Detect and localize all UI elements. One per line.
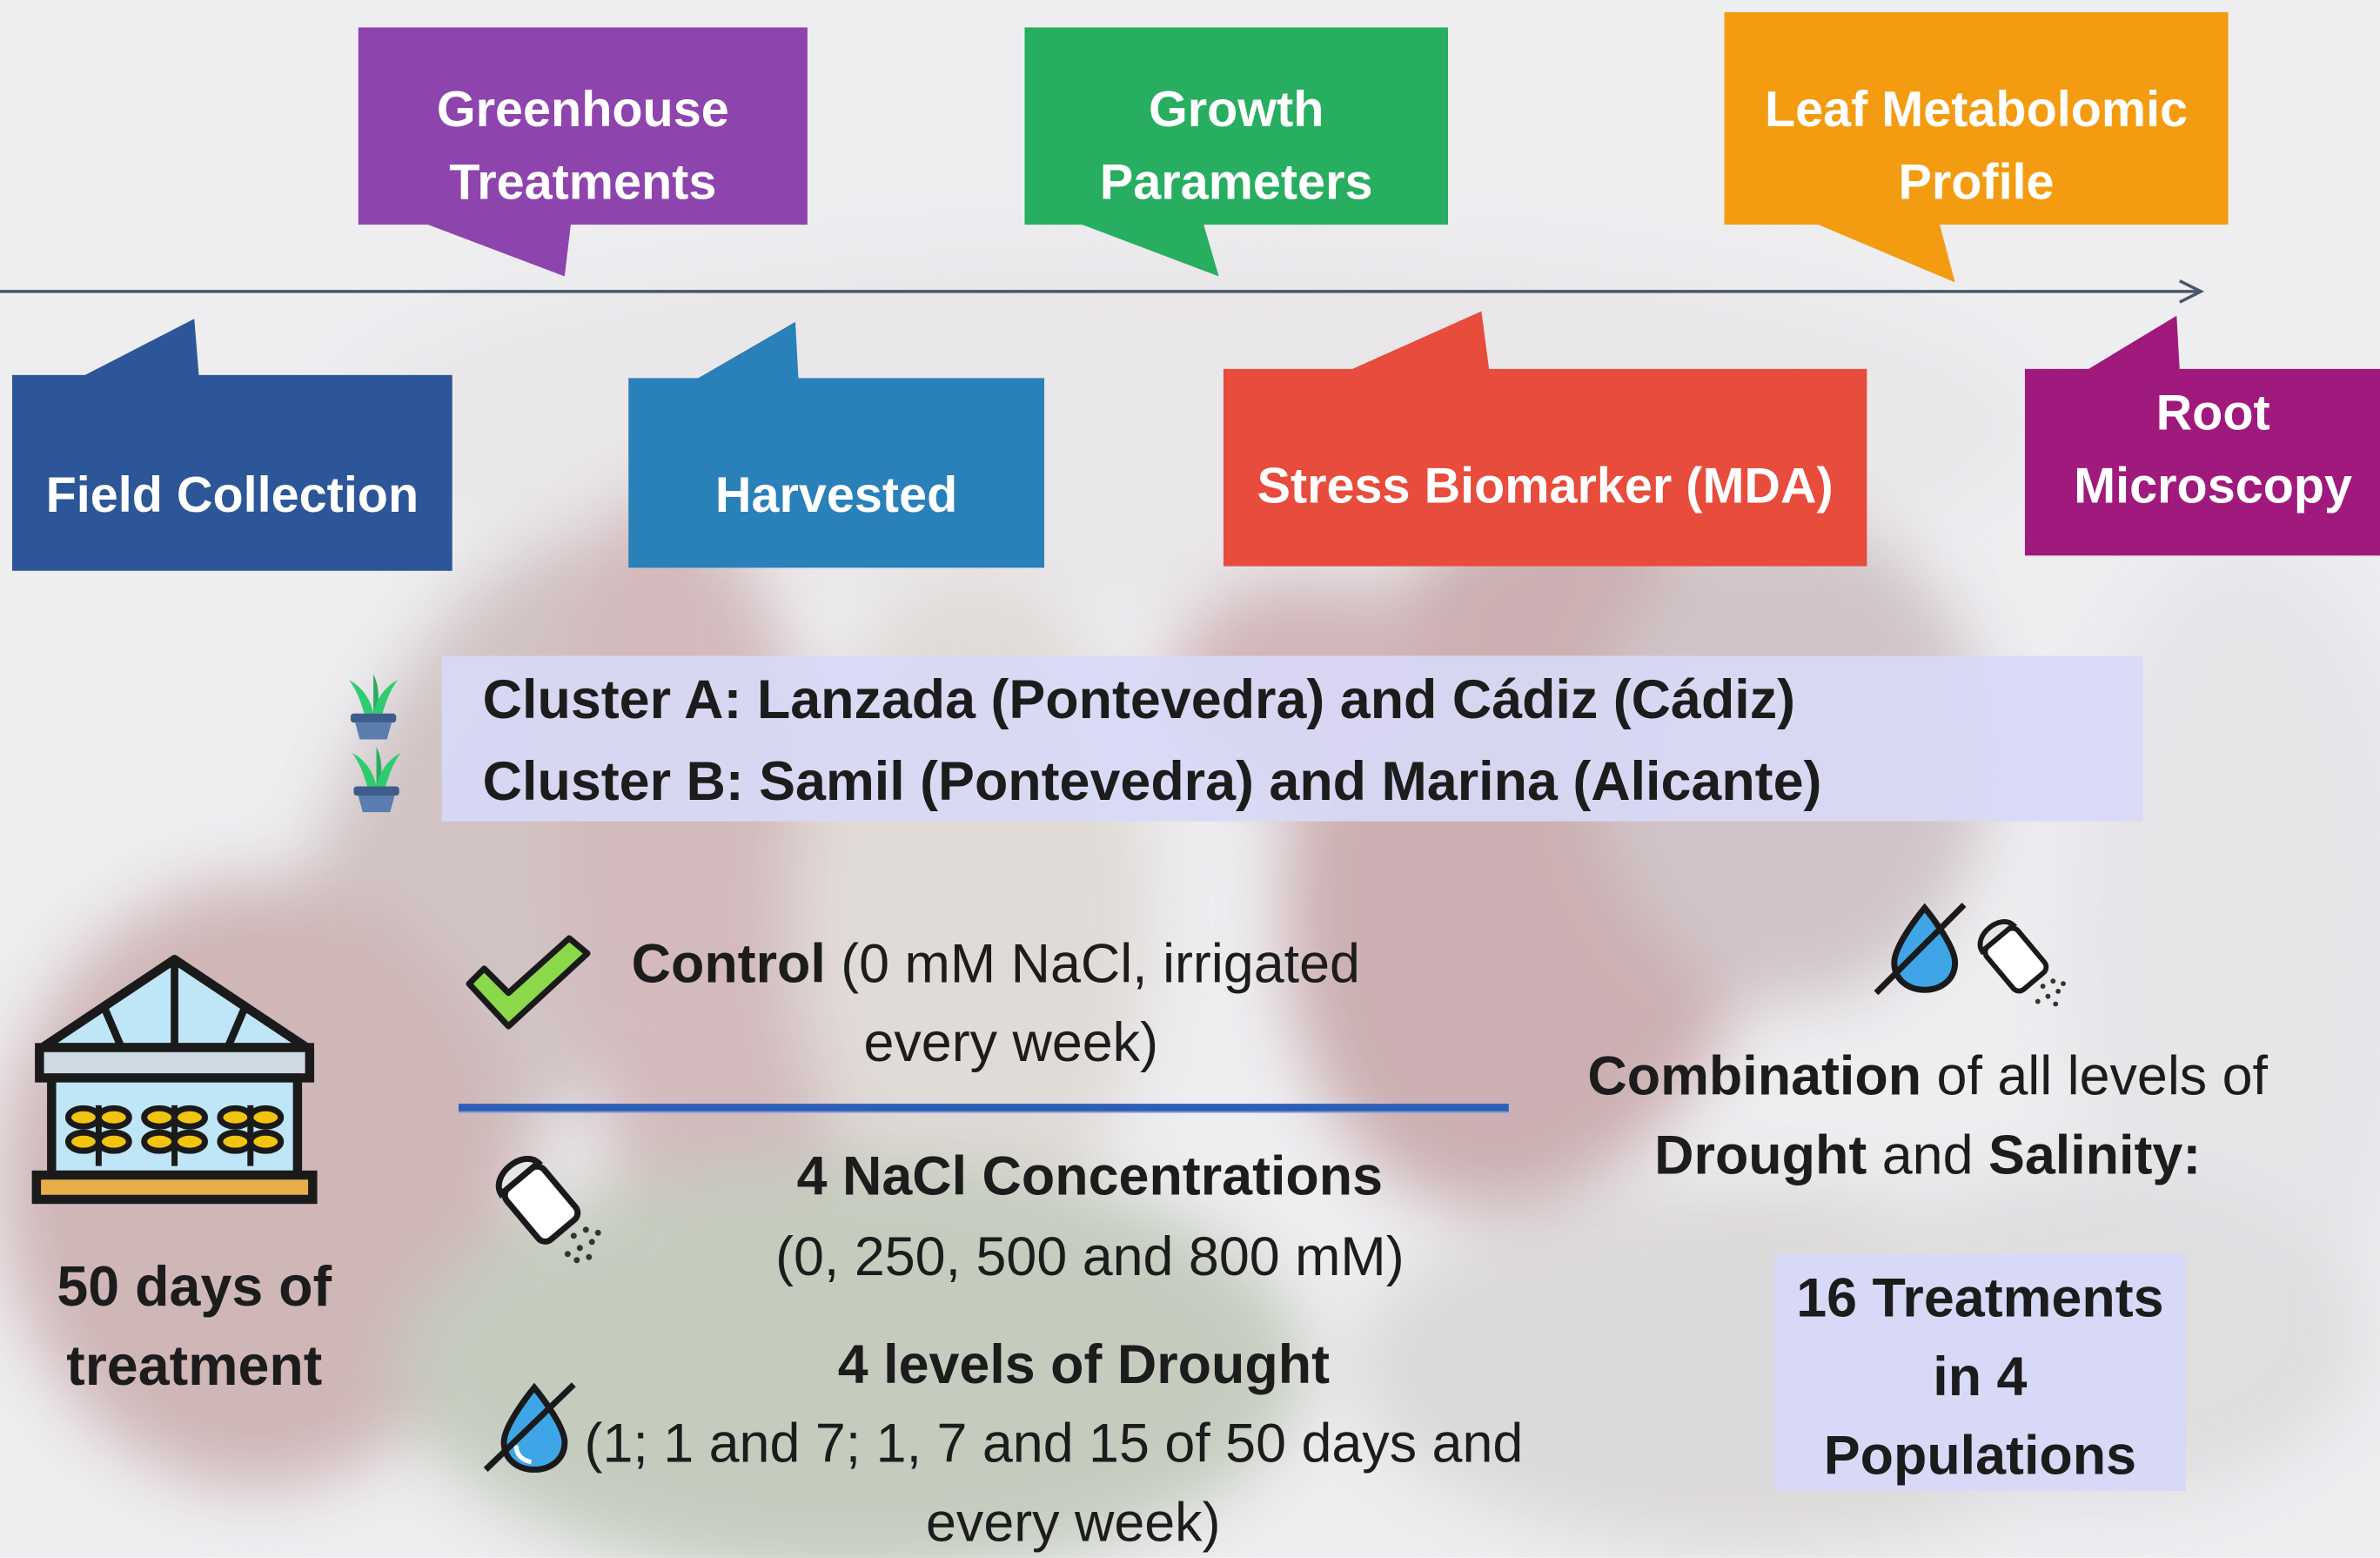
callout-harvested bbox=[628, 321, 1045, 568]
control-rest: (0 mM NaCl, irrigated bbox=[825, 931, 1360, 995]
callout-root-microscopy-label: Root Microscopy bbox=[2025, 377, 2380, 522]
no-water-drop-icon bbox=[1874, 903, 1967, 996]
callout-line-1: Greenhouse bbox=[436, 80, 729, 137]
callout-stress-biomarker-label: Stress Biomarker (MDA) bbox=[1257, 457, 1834, 514]
callout-stress-biomarker bbox=[1223, 311, 1867, 567]
drought-line-1: (1; 1 and 7; 1, 7 and 15 of 50 days and bbox=[584, 1412, 1524, 1474]
callout-greenhouse-treatments-label: Greenhouse Treatments bbox=[359, 73, 808, 218]
control-line-1: Control (0 mM NaCl, irrigated bbox=[632, 929, 1360, 998]
nacl-title: 4 NaCl Concentrations bbox=[796, 1145, 1384, 1207]
callout-leaf-metabolomic-profile bbox=[1724, 11, 2229, 283]
cluster-b-label: Cluster B: Samil (Pontevedra) and Marina… bbox=[482, 749, 1822, 813]
combination-bold: Combination bbox=[1587, 1044, 1922, 1107]
combination-line-2: Drought and Salinity: bbox=[1548, 1120, 2307, 1190]
cluster-band bbox=[441, 655, 2143, 822]
duration-label: 50 days of treatment bbox=[27, 1248, 361, 1406]
callout-greenhouse-treatments bbox=[358, 27, 808, 277]
drought-line-2: every week) bbox=[925, 1490, 1221, 1554]
result-line-2: in 4 bbox=[1933, 1345, 2028, 1407]
callout-line-2: Parameters bbox=[1099, 153, 1373, 210]
duration-line-1: 50 days of bbox=[57, 1255, 332, 1319]
result-line-3: Populations bbox=[1823, 1424, 2137, 1487]
control-line-2: every week) bbox=[863, 1011, 1158, 1074]
result-box bbox=[1774, 1253, 2186, 1491]
salt-shaker-icon bbox=[495, 1155, 601, 1264]
drought-title: 4 levels of Drought bbox=[837, 1333, 1331, 1395]
combination-salinity: Salinity: bbox=[1988, 1123, 2202, 1186]
salt-shaker-icon bbox=[1977, 919, 2066, 1007]
callout-growth-parameters bbox=[1024, 27, 1449, 277]
callout-growth-parameters-label: Growth Parameters bbox=[1024, 73, 1448, 218]
plant-pot-icon bbox=[349, 674, 398, 740]
callout-field-collection bbox=[11, 319, 453, 571]
callout-line-2: Profile bbox=[1898, 153, 2055, 210]
cluster-a-label: Cluster A: Lanzada (Pontevedra) and Cádi… bbox=[482, 668, 1796, 730]
callout-root-microscopy bbox=[2024, 315, 2380, 556]
timeline-arrow bbox=[0, 279, 2205, 304]
duration-line-2: treatment bbox=[66, 1334, 323, 1397]
callout-line-2: Microscopy bbox=[2074, 457, 2353, 514]
combination-drought: Drought bbox=[1654, 1123, 1867, 1186]
nacl-values: (0, 250, 500 and 800 mM) bbox=[775, 1225, 1405, 1288]
no-water-drop-icon bbox=[483, 1382, 576, 1473]
combination-rest: of all levels of bbox=[1921, 1044, 2269, 1107]
callout-field-collection-label: Field Collection bbox=[45, 466, 419, 523]
greenhouse-icon bbox=[31, 955, 318, 1205]
section-divider bbox=[458, 1104, 1509, 1113]
plant-pot-icon bbox=[352, 747, 401, 813]
combination-and: and bbox=[1867, 1123, 1988, 1186]
combination-line-1: Combination of all levels of bbox=[1548, 1042, 2307, 1111]
callout-line-1: Growth bbox=[1148, 80, 1324, 137]
callout-line-1: Leaf Metabolomic bbox=[1764, 80, 2189, 137]
callout-leaf-metabolomic-profile-label: Leaf Metabolomic Profile bbox=[1724, 73, 2228, 218]
control-bold: Control bbox=[631, 931, 826, 995]
result-label: 16 Treatments in 4 Populations bbox=[1774, 1259, 2186, 1495]
callout-harvested-label: Harvested bbox=[714, 466, 958, 523]
result-line-1: 16 Treatments bbox=[1796, 1266, 2164, 1329]
callout-line-2: Treatments bbox=[449, 153, 717, 210]
checkmark-icon bbox=[466, 935, 591, 1030]
callout-line-1: Root bbox=[2155, 384, 2270, 440]
